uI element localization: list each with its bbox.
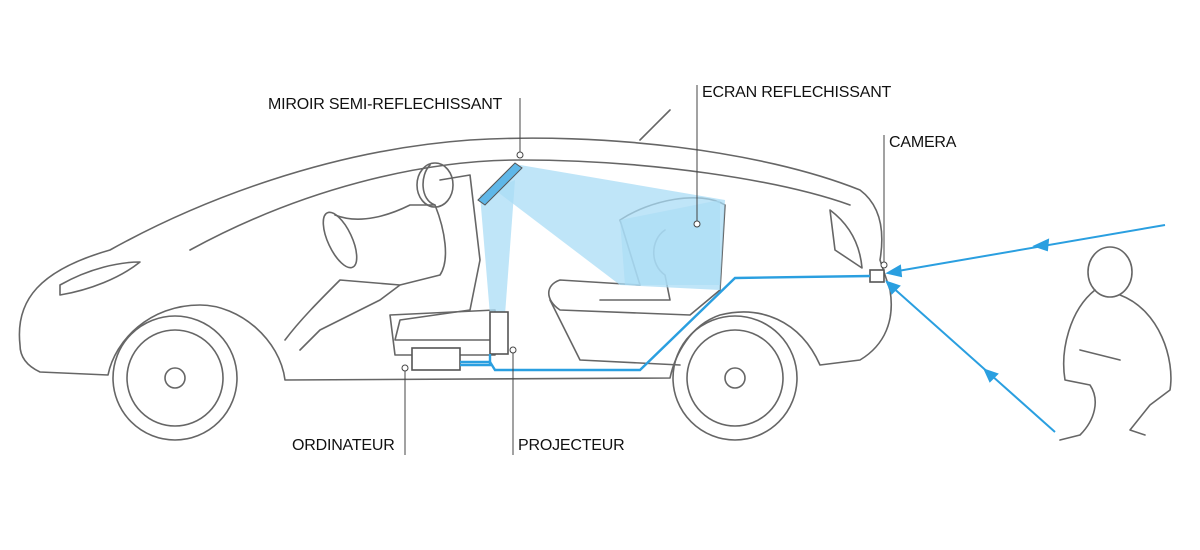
arrow-head-icon [983,368,999,383]
projector-label: PROJECTEUR [518,437,625,454]
observer-figure [1059,246,1172,441]
computer-box [411,347,461,371]
arrow-head-icon [1032,238,1050,252]
antenna [639,109,671,141]
projector-marker [509,346,517,354]
driver-seat [394,174,491,341]
arrow-head-icon [885,280,901,295]
camera-marker [880,261,888,269]
driver-head [416,162,454,208]
projection-beam-to-mirror [480,180,515,315]
sight-line-bottom [889,284,1056,433]
semi-reflective-mirror [477,162,523,206]
steering-wheel [322,211,358,269]
screen-marker [693,220,701,228]
camera-label: CAMERA [889,134,957,151]
computer-marker [401,364,409,372]
seat-base [389,309,496,356]
mirror-label: MIROIR SEMI-REFLECHISSANT [268,96,503,113]
mirror-marker [516,151,524,159]
front-wheel [112,315,238,441]
projector-box [489,311,509,355]
cable-projector [460,354,492,367]
taillight [829,209,863,269]
computer-label: ORDINATEUR [292,437,395,454]
arrow-head-icon [885,264,903,278]
sight-line-top [891,224,1166,273]
cable [460,274,871,372]
camera-device [869,269,885,283]
window-line [189,159,851,251]
rear-wheel [672,315,798,441]
screen-label: ECRAN REFLECHISSANT [702,84,892,101]
headlight [59,261,141,296]
driver-figure [284,164,447,351]
car-body-outline [18,137,892,381]
